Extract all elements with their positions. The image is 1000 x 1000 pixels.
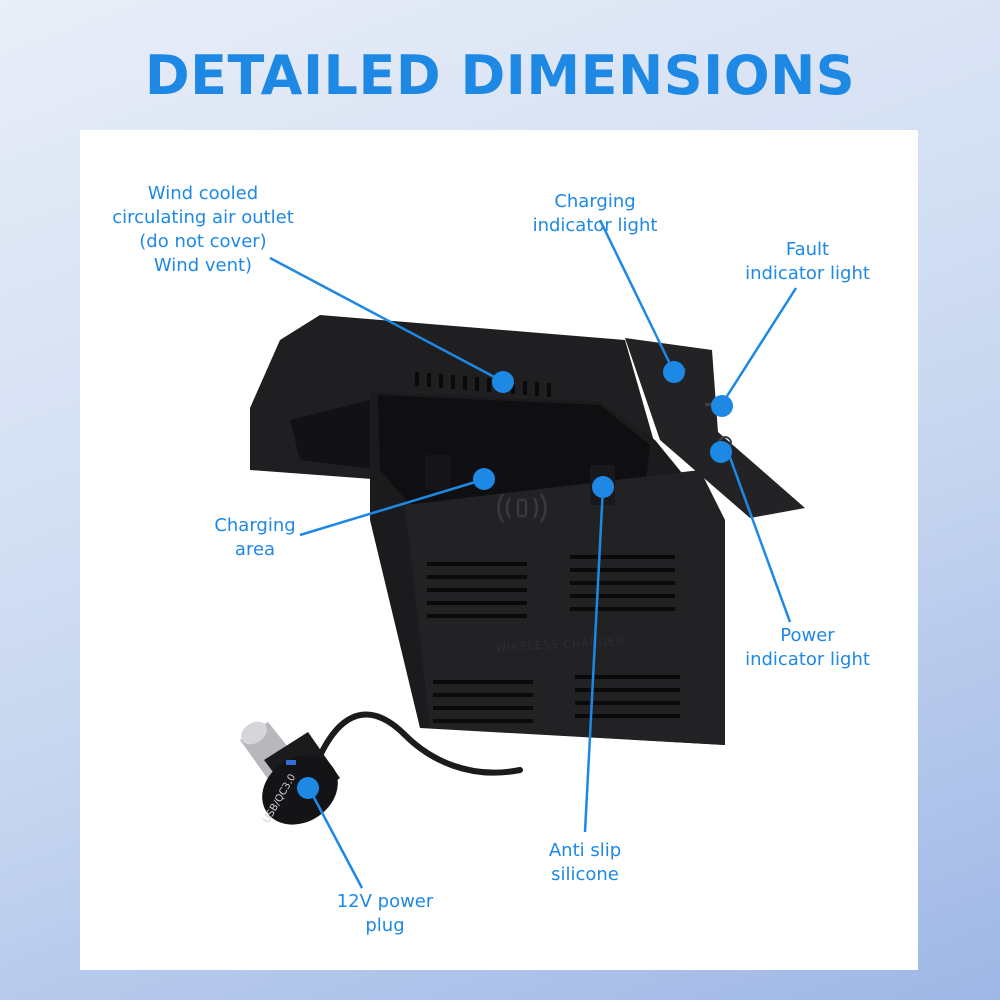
marker-anti-slip: [592, 476, 614, 498]
page-title: DETAILED DIMENSIONS: [144, 44, 856, 107]
label-fault-indicator: Fault indicator light: [745, 239, 870, 284]
power-cable: [315, 711, 523, 776]
label-wind-vent: Wind cooled circulating air outlet (do n…: [112, 183, 294, 276]
inner-pad-left: [425, 455, 450, 490]
label-anti-slip: Anti slip silicone: [548, 840, 622, 885]
front-vent-slots: [427, 555, 680, 723]
top-vent-slots: [415, 372, 551, 397]
wireless-charging-icon: [497, 493, 547, 523]
marker-power-indicator: [710, 441, 732, 463]
label-charging-indicator: Charging indicator light: [532, 191, 658, 236]
marker-charging-indicator: [663, 361, 685, 383]
callout-markers: [297, 361, 733, 799]
marker-charging-area: [473, 468, 495, 490]
label-charging-area: Charging area: [214, 515, 296, 560]
marker-fault-indicator: [711, 395, 733, 417]
label-power-plug: 12V power plug: [336, 891, 434, 936]
marker-wind-vent: [492, 371, 514, 393]
callout-lines: [269, 219, 798, 889]
label-power-indicator: Power indicator light: [745, 625, 870, 670]
indicator-panel: [625, 338, 805, 518]
charger-back-plate-slot: [290, 400, 380, 470]
marker-power-plug: [297, 777, 319, 799]
